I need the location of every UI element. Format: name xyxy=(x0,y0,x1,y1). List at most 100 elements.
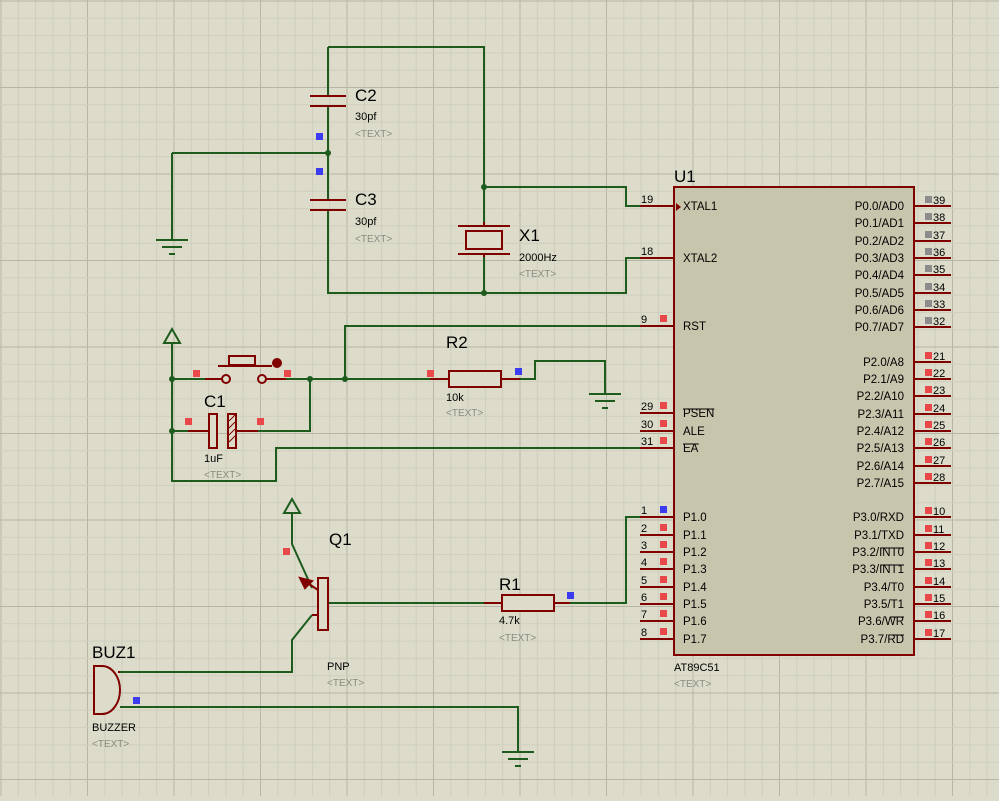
crystal-x1[interactable] xyxy=(458,222,510,257)
pin-pad-red[interactable] xyxy=(427,370,434,377)
wire[interactable] xyxy=(484,186,640,207)
pin-pad-red[interactable] xyxy=(193,370,200,377)
pin-3[interactable]: 3P1.2 xyxy=(640,540,707,559)
wire[interactable] xyxy=(570,516,662,604)
push-button[interactable] xyxy=(205,355,286,384)
pin-pad-grey[interactable] xyxy=(925,300,932,307)
pin-5[interactable]: 5P1.4 xyxy=(640,575,707,594)
pin-pad-red[interactable] xyxy=(660,558,667,565)
pin-pad-grey[interactable] xyxy=(925,317,932,324)
capacitor-c2[interactable] xyxy=(310,95,346,107)
pin-pad-red[interactable] xyxy=(925,577,932,584)
pin-pad-red[interactable] xyxy=(925,386,932,393)
wire[interactable] xyxy=(328,46,485,187)
pin-pad-red[interactable] xyxy=(284,370,291,377)
capacitor-c1[interactable] xyxy=(188,413,258,449)
pin-pad-grey[interactable] xyxy=(925,283,932,290)
pin-8[interactable]: 8P1.7 xyxy=(640,627,707,646)
pin-pad-red[interactable] xyxy=(925,629,932,636)
capacitor-c3[interactable] xyxy=(310,199,346,211)
pin-pad-grey[interactable] xyxy=(925,213,932,220)
pin-6[interactable]: 6P1.5 xyxy=(640,592,707,611)
pin-pad-red[interactable] xyxy=(660,628,667,635)
wire[interactable] xyxy=(520,360,606,394)
pin-4[interactable]: 4P1.3 xyxy=(640,557,707,576)
pin-pad-red[interactable] xyxy=(925,473,932,480)
pin-pad-red[interactable] xyxy=(185,418,192,425)
pin-pad-grey[interactable] xyxy=(925,265,932,272)
pin-pad-red[interactable] xyxy=(660,315,667,322)
ground-symbol[interactable] xyxy=(156,239,188,255)
pin-pad-red[interactable] xyxy=(925,352,932,359)
pin-pad-red[interactable] xyxy=(257,418,264,425)
pin-pad-blue[interactable] xyxy=(515,368,522,375)
pin-pad-blue[interactable] xyxy=(316,168,323,175)
pin-pad-red[interactable] xyxy=(925,507,932,514)
pin-pad-blue[interactable] xyxy=(567,592,574,599)
pin-pad-blue[interactable] xyxy=(660,506,667,513)
pin-pad-red[interactable] xyxy=(925,369,932,376)
pin-pad-red[interactable] xyxy=(660,541,667,548)
pin-pad-red[interactable] xyxy=(660,576,667,583)
pin-pad-red[interactable] xyxy=(925,542,932,549)
wire[interactable] xyxy=(171,348,662,482)
pin-pad-red[interactable] xyxy=(925,438,932,445)
pin-pad-red[interactable] xyxy=(925,421,932,428)
pin-pad-blue[interactable] xyxy=(133,697,140,704)
pin-pad-red[interactable] xyxy=(925,594,932,601)
pin-pad-red[interactable] xyxy=(925,525,932,532)
pin-pad-red[interactable] xyxy=(660,524,667,531)
power-arrow[interactable] xyxy=(162,326,182,348)
wire[interactable] xyxy=(120,706,519,752)
pin-pad-grey[interactable] xyxy=(925,196,932,203)
buzzer-buz1[interactable] xyxy=(93,665,121,715)
power-arrow[interactable] xyxy=(282,496,302,514)
pin-pad-blue[interactable] xyxy=(316,133,323,140)
pin-1[interactable]: 1P1.0 xyxy=(640,505,707,524)
ground-symbol[interactable] xyxy=(589,393,621,409)
pin-2[interactable]: 2P1.1 xyxy=(640,523,707,542)
pin-pad-red[interactable] xyxy=(283,548,290,555)
pin-pad-red[interactable] xyxy=(925,456,932,463)
pin-pad-grey[interactable] xyxy=(925,248,932,255)
wire[interactable] xyxy=(344,325,662,379)
wire[interactable] xyxy=(120,614,313,673)
resistor-r1[interactable] xyxy=(484,594,570,612)
pin-pad-red[interactable] xyxy=(660,402,667,409)
wire[interactable] xyxy=(327,210,640,294)
transistor-q1[interactable] xyxy=(298,576,329,631)
pin-pad-red[interactable] xyxy=(925,559,932,566)
pin-pad-red[interactable] xyxy=(660,610,667,617)
resistor-r2[interactable] xyxy=(430,370,520,388)
pin-pad-red[interactable] xyxy=(660,437,667,444)
pin-7[interactable]: 7P1.6 xyxy=(640,609,707,628)
pin-pad-red[interactable] xyxy=(925,404,932,411)
ground-symbol[interactable] xyxy=(502,751,534,767)
